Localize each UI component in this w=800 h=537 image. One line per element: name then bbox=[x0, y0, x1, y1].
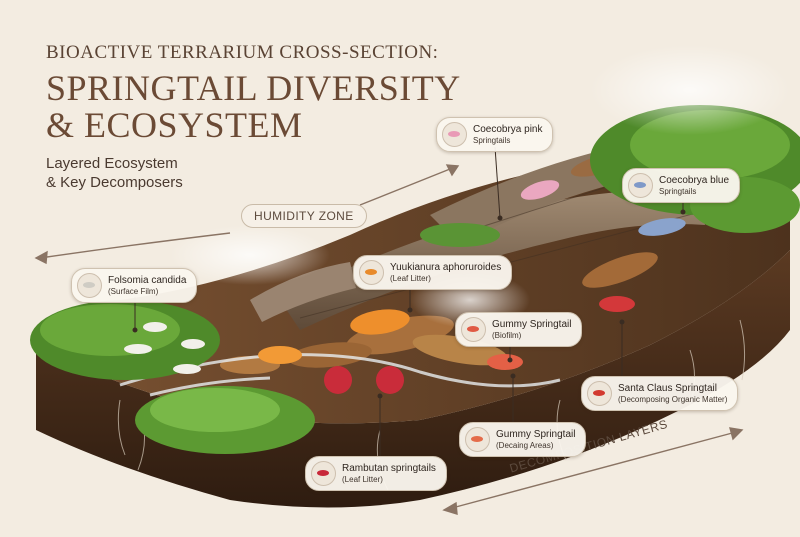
callout-habitat: (Leaf Litter) bbox=[390, 273, 431, 283]
callout-gummy-biofilm: Gummy Springtail(Biofilm) bbox=[455, 312, 583, 347]
subtitle: Layered Ecosystem & Key Decomposers bbox=[46, 154, 183, 192]
callout-name: Coecobrya pink bbox=[473, 123, 543, 135]
callout-santa-claus: Santa Claus Springtail(Decomposing Organ… bbox=[581, 376, 739, 411]
subtitle-line-1: Layered Ecosystem bbox=[46, 155, 178, 172]
red-springtail-icon bbox=[461, 317, 486, 342]
callout-yuukianura: Yuukianura aphoruroides(Leaf Litter) bbox=[353, 255, 513, 290]
humidity-zone-label: HUMIDITY ZONE bbox=[241, 204, 367, 228]
white-springtail-icon bbox=[77, 273, 102, 298]
callout-gummy-decaying: Gummy Springtail(Decaing Areas) bbox=[459, 422, 587, 457]
callout-leaders bbox=[132, 146, 686, 456]
callout-habitat: (Leaf Litter) bbox=[342, 474, 383, 484]
decomposition-arrow bbox=[442, 427, 744, 515]
title-kicker: BIOACTIVE TERRARIUM CROSS-SECTION: bbox=[46, 42, 439, 63]
blue-springtail-icon bbox=[628, 173, 653, 198]
callout-habitat: (Biofilm) bbox=[492, 330, 522, 340]
callout-habitat: (Decomposing Organic Matter) bbox=[618, 394, 728, 404]
spiky-red-springtail-icon bbox=[311, 461, 336, 486]
callout-name: Gummy Springtail bbox=[492, 318, 572, 330]
callout-habitat: (Surface Film) bbox=[108, 286, 159, 296]
callout-name: Folsomia candida bbox=[108, 274, 187, 286]
callout-name: Coecobrya blue bbox=[659, 174, 730, 186]
humidity-arrow bbox=[34, 164, 460, 265]
callout-folsomia-candida: Folsomia candida(Surface Film) bbox=[71, 268, 198, 303]
page-title: SPRINGTAIL DIVERSITY & ECOSYSTEM bbox=[46, 70, 461, 144]
callout-habitat: Springtails bbox=[473, 135, 511, 145]
callout-habitat: (Decaing Areas) bbox=[496, 440, 554, 450]
callout-name: Yuukianura aphoruroides bbox=[390, 261, 502, 273]
subtitle-line-2: & Key Decomposers bbox=[46, 174, 183, 191]
orange-red-springtail-icon bbox=[465, 427, 490, 452]
orange-springtail-icon bbox=[359, 260, 384, 285]
callout-habitat: Springtails bbox=[659, 186, 697, 196]
callout-name: Santa Claus Springtail bbox=[618, 382, 717, 394]
title-block: BIOACTIVE TERRARIUM CROSS-SECTION: SPRIN… bbox=[46, 42, 461, 144]
title-line-1: SPRINGTAIL DIVERSITY bbox=[46, 68, 461, 108]
callout-rambutan: Rambutan springtails(Leaf Litter) bbox=[305, 456, 447, 491]
red-springtail-icon bbox=[587, 381, 612, 406]
callout-name: Rambutan springtails bbox=[342, 462, 436, 474]
title-line-2: & ECOSYSTEM bbox=[46, 105, 303, 145]
callout-name: Gummy Springtail bbox=[496, 428, 576, 440]
springtail-creatures bbox=[124, 180, 686, 394]
pink-springtail-icon bbox=[442, 122, 467, 147]
